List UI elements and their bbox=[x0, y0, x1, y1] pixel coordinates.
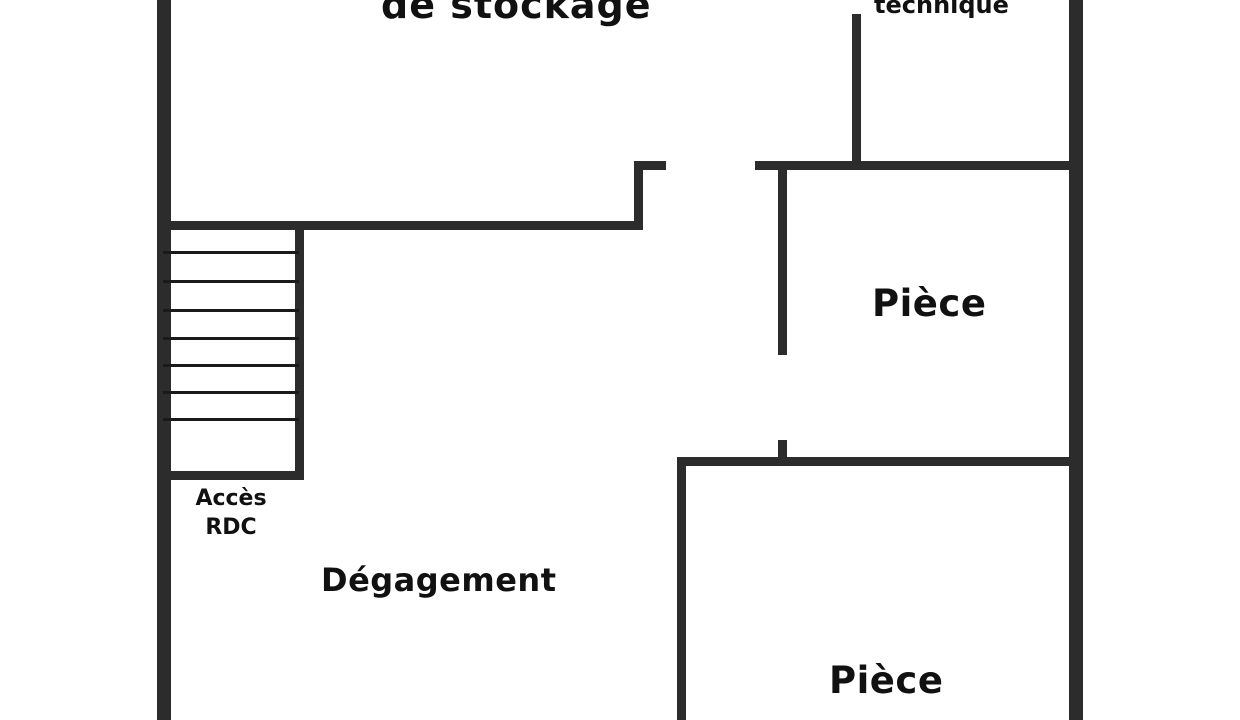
room-label-degagement: Dégagement bbox=[321, 561, 557, 599]
wall-stair-bottom bbox=[157, 471, 304, 480]
wall-storage-bottom bbox=[157, 221, 643, 230]
stair-step bbox=[163, 309, 299, 312]
acces-line-2: RDC bbox=[205, 515, 257, 540]
wall-storage-stub bbox=[634, 161, 666, 170]
stair-step bbox=[163, 337, 299, 340]
wall-right-upper-top bbox=[755, 161, 1083, 170]
room-label-piece-lower: Pièce bbox=[829, 659, 944, 702]
wall-outer-left bbox=[157, 0, 171, 720]
stair-step bbox=[163, 418, 299, 421]
stair-step bbox=[163, 280, 299, 283]
stair-step bbox=[163, 364, 299, 367]
acces-line-1: Accès bbox=[195, 486, 267, 511]
stair-step bbox=[163, 251, 299, 254]
wall-piece-upper-stub bbox=[778, 440, 787, 464]
stair-step bbox=[163, 391, 299, 394]
wall-storage-step bbox=[634, 161, 643, 230]
wall-technique-divider bbox=[852, 14, 861, 170]
room-label-piece-upper: Pièce bbox=[872, 282, 987, 325]
room-label-stockage: de stockage bbox=[381, 0, 652, 27]
wall-stair-right bbox=[295, 221, 304, 480]
room-label-technique: technique bbox=[874, 0, 1009, 19]
wall-piece-upper-left bbox=[778, 161, 787, 355]
room-label-acces: Accès RDC bbox=[186, 484, 276, 542]
wall-piece-lower-left bbox=[677, 457, 686, 720]
wall-outer-right bbox=[1069, 0, 1083, 720]
wall-piece-lower-top bbox=[677, 457, 1083, 466]
